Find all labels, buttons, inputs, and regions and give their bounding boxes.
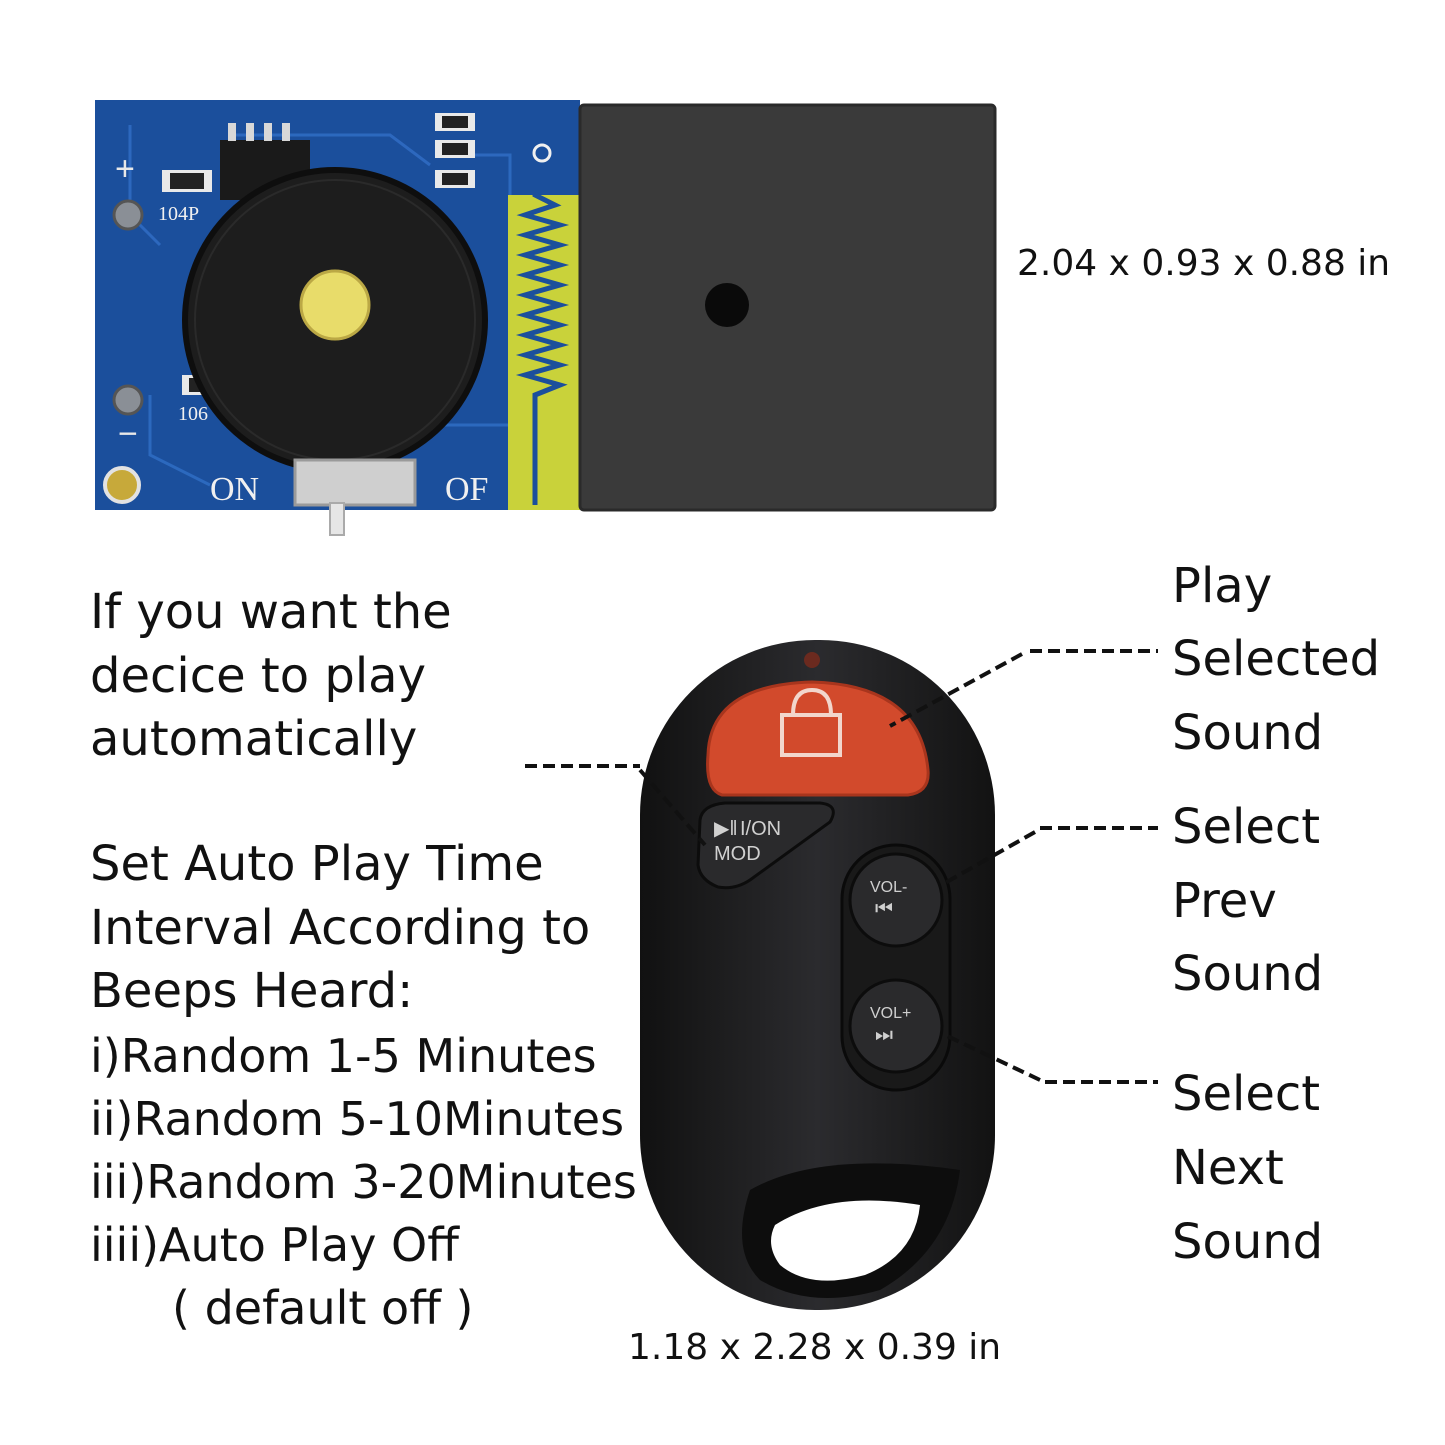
mode-callout-pointer [638, 768, 707, 847]
play-callout-pointer [889, 652, 1023, 728]
prev-button[interactable] [848, 852, 944, 948]
instructions-heading-3: Beeps Heard: [90, 963, 414, 1019]
play-callout-line-3: Sound [1172, 705, 1324, 761]
instructions-heading-1: Set Auto Play Time [90, 836, 544, 892]
instructions-heading-2: Interval According to [90, 900, 591, 956]
play-callout-line-2: Selected [1172, 631, 1381, 687]
option-2: ii)Random 5-10Minutes [90, 1092, 625, 1146]
remote-drawing: ▶︎‖ I/ON MOD VOL- ⏮ VOL+ ⏭ [640, 640, 995, 1310]
cap-label-1: 104P [158, 203, 199, 225]
intro-line-3: automatically [90, 711, 418, 767]
buzzer-hole [299, 269, 371, 341]
prev-callout-pointer [944, 830, 1036, 885]
lock-button[interactable] [706, 680, 930, 797]
remote-dimensions: 1.18 x 2.28 x 0.39 in [628, 1327, 1002, 1368]
fast-forward-icon: ⏭ [875, 1024, 893, 1046]
rewind-icon: ⏮ [875, 898, 893, 920]
antenna-trace [515, 150, 570, 505]
next-button-label: VOL+ [870, 1005, 911, 1022]
option-3: iii)Random 3-20Minutes [90, 1155, 637, 1209]
intro-line-2: decice to play [90, 648, 426, 704]
switch-off-label: OF [445, 471, 488, 508]
next-callout-line-1: Select [1172, 1066, 1321, 1122]
screw-bottom [112, 384, 144, 416]
keyring-hole [771, 1200, 920, 1281]
mode-button-top-label: I/ON [740, 818, 781, 840]
next-button[interactable] [848, 978, 944, 1074]
prev-callout-line-2: Prev [1172, 873, 1277, 929]
sound-board-drawing: 104P 106 + − ON OF [95, 100, 997, 536]
box-hole [705, 283, 749, 327]
switch-on-label: ON [210, 471, 259, 508]
lock-icon [780, 687, 842, 757]
speaker-box [580, 105, 995, 510]
switch-knob [329, 502, 345, 536]
solder-pad [103, 466, 141, 504]
prev-button-label: VOL- [870, 879, 907, 896]
plus-marking: + [115, 150, 135, 188]
default-note: ( default off ) [172, 1281, 474, 1335]
power-switch [293, 458, 417, 507]
intro-line-1: If you want the [90, 584, 452, 640]
play-mode-button[interactable] [696, 801, 835, 890]
cap-label-2: 106 [178, 403, 208, 425]
play-callout-line-1: Play [1172, 558, 1273, 614]
play-pause-icon: ▶︎‖ [714, 818, 738, 840]
board-dimensions: 2.04 x 0.93 x 0.88 in [1017, 243, 1391, 284]
next-callout-pointer [944, 1033, 1041, 1082]
prev-callout-line-1: Select [1172, 799, 1321, 855]
next-callout-line-3: Sound [1172, 1214, 1324, 1270]
led-indicator [804, 652, 820, 668]
prev-callout-line-3: Sound [1172, 946, 1324, 1002]
option-1: i)Random 1-5 Minutes [90, 1029, 597, 1083]
mode-button-bottom-label: MOD [714, 843, 761, 865]
next-callout-line-2: Next [1172, 1140, 1284, 1196]
screw-top [112, 199, 144, 231]
remote-image: ▶︎‖ I/ON MOD VOL- ⏮ VOL+ ⏭ [630, 630, 1010, 1320]
option-4: iiii)Auto Play Off [90, 1218, 459, 1272]
minus-marking: − [118, 415, 138, 453]
sound-board-image: 104P 106 + − ON OF [90, 95, 1000, 545]
